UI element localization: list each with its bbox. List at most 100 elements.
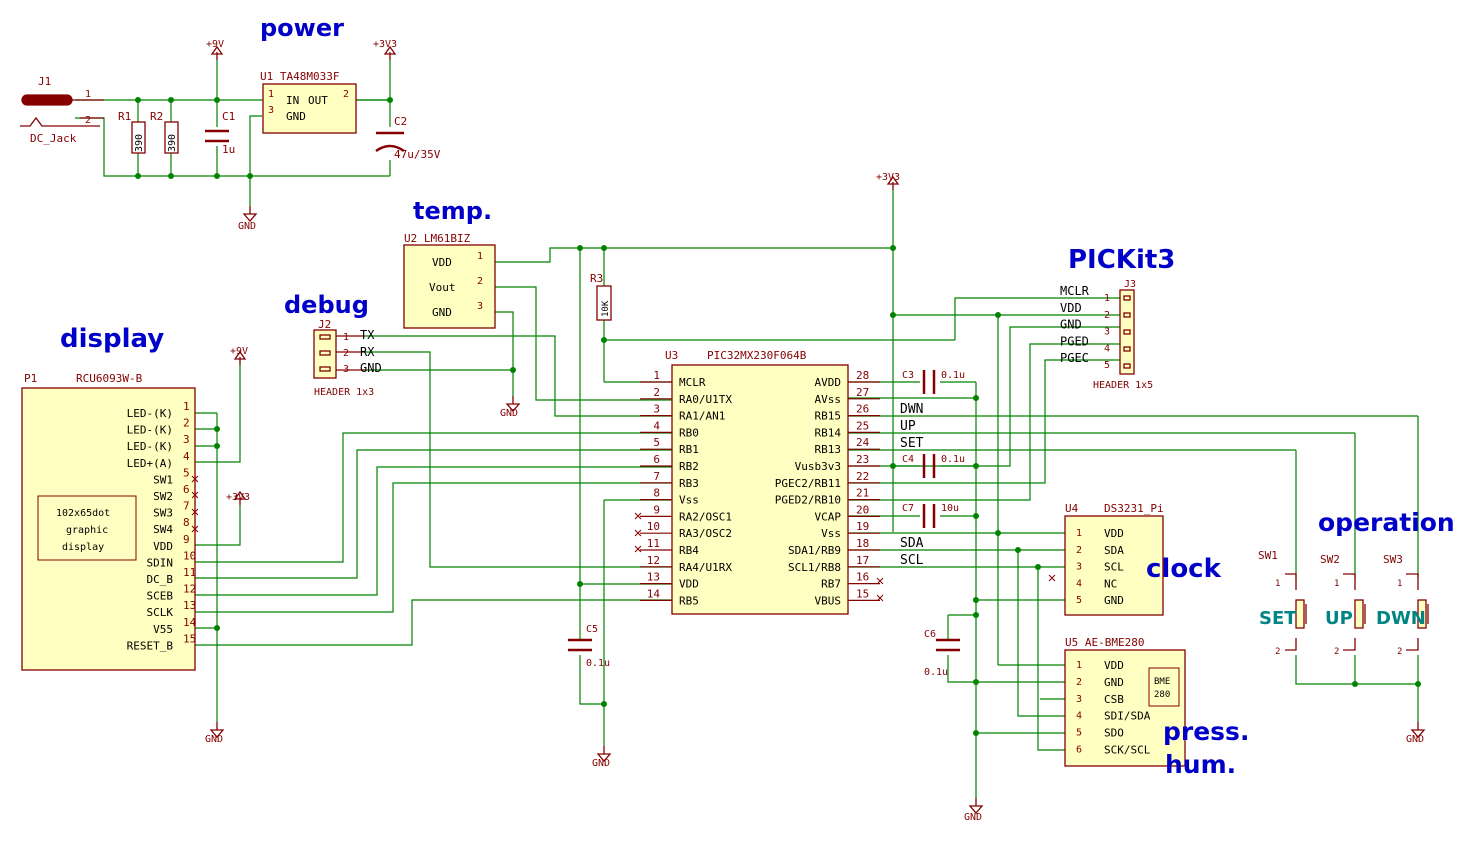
sw2-ref: SW2 (1320, 553, 1340, 566)
mcu-pin-number: 5 (653, 436, 660, 449)
mcu-pin-name: RA0/U1TX (679, 393, 732, 406)
u4-pin-name: SCL (1104, 561, 1124, 574)
p1-body (21, 387, 196, 671)
mcu-pin-number: 6 (653, 453, 660, 466)
pickit-pin-number: 4 (1104, 343, 1110, 354)
mcu-pin-name: RB1 (679, 443, 699, 456)
u5-pin-number: 5 (1076, 728, 1082, 739)
u5-pin-name: CSB (1104, 693, 1124, 706)
sw3-symbol (1406, 573, 1429, 651)
display-pin-number: 5 (183, 466, 190, 479)
u3-ref: U3 (665, 349, 678, 362)
display-pin-name: LED-(K) (127, 407, 173, 420)
mcu-pin-number: 20 (856, 503, 869, 516)
mcu-pin-name: Vss (679, 494, 699, 507)
mcu-pin-name: RB13 (815, 443, 842, 456)
section-debug: debug (284, 291, 369, 319)
mcu-pin-name: Vusb3v3 (795, 460, 841, 473)
mcu-pin-number: 27 (856, 386, 869, 399)
mcu-pin-number: 21 (856, 487, 869, 500)
c1-ref: C1 (222, 110, 235, 123)
disp-text-2: graphic (66, 525, 108, 536)
u1-ref: U1 TA48M033F (260, 70, 339, 83)
mcu-pin-name: PGEC2/RB11 (775, 477, 841, 490)
mcu-pin-number: 12 (647, 554, 660, 567)
mcu-pin-name: VBUS (815, 594, 842, 607)
mcu-pin-number: 9 (653, 503, 660, 516)
switch-labels: SET UP DWN (1259, 608, 1426, 629)
sw3-ref: SW3 (1383, 553, 1403, 566)
u2-vout: Vout (429, 281, 456, 294)
pickit-pin-number: 3 (1104, 327, 1110, 338)
mcu-pin-number: 22 (856, 470, 869, 483)
display-pin-number: 4 (183, 450, 190, 463)
u1-in: IN (286, 94, 299, 107)
mcu-pin-name: RB15 (815, 410, 842, 423)
u5-ref: U5 AE-BME280 (1065, 636, 1144, 649)
display-pin-number: 2 (183, 417, 190, 430)
c5-value: 0.1u (586, 658, 610, 669)
display-pin-name: SW1 (153, 473, 173, 486)
gnd-label-mcu: GND (592, 758, 610, 769)
mcu-pin-number: 17 (856, 554, 869, 567)
switch-label-up: UP (1325, 608, 1353, 629)
net-label-dwn: DWN (900, 402, 923, 417)
disp-text-1: 102x65dot (56, 508, 110, 519)
section-clock: clock (1146, 554, 1222, 584)
j1-pin2: 2 (85, 115, 91, 126)
switch-label-dwn: DWN (1376, 608, 1426, 629)
pin-tables: 1MCLR2RA0/U1TX3RA1/AN14RB05RB16RB27RB38V… (127, 284, 1151, 757)
mcu-pin-name: RA1/AN1 (679, 410, 725, 423)
display-pin-name: VDD (153, 540, 173, 553)
u5-pin-number: 6 (1076, 745, 1082, 756)
c7-ref: C7 (902, 503, 914, 514)
r2-ref: R2 (150, 110, 163, 123)
designators: J1 DC_Jack 1 2 R1 R2 C1 1u U1 TA48M033F … (24, 70, 1403, 678)
disp-text-3: display (62, 542, 104, 553)
section-operation: operation (1318, 508, 1455, 537)
mcu-pin-name: RB14 (815, 426, 842, 439)
c2-value: 47u/35V (394, 148, 441, 161)
j3-body (1119, 289, 1135, 375)
display-pin-number: 7 (183, 500, 190, 513)
u4-ref: U4 (1065, 502, 1079, 515)
sw3-pin2: 2 (1397, 647, 1402, 657)
components (20, 83, 1429, 767)
u3-body (671, 364, 849, 615)
mcu-pin-name: VCAP (815, 510, 842, 523)
mcu-pin-number: 28 (856, 369, 869, 382)
c3-ref: C3 (902, 370, 914, 381)
c1-value: 1u (222, 143, 235, 156)
mcu-pin-name: RB3 (679, 477, 699, 490)
mcu-pin-name: RA3/OSC2 (679, 527, 732, 540)
display-pin-name: SW4 (153, 523, 173, 536)
u2-body (403, 244, 496, 329)
display-pin-name: DC_B (147, 573, 174, 586)
j2-type: HEADER 1x3 (314, 387, 374, 398)
c7-value: 10u (941, 503, 959, 514)
gnd-label-switch: GND (1406, 734, 1424, 745)
p3v3-label-u1: +3V3 (373, 39, 397, 50)
c4-ref: C4 (902, 454, 914, 465)
u5-pin-number: 2 (1076, 677, 1082, 688)
display-pin-number: 12 (183, 583, 196, 596)
section-temp: temp. (413, 197, 492, 225)
u2-gnd: GND (432, 306, 452, 319)
gnd-label-sensor: GND (964, 812, 982, 823)
u5-pin-number: 3 (1076, 694, 1082, 705)
mcu-pin-number: 24 (856, 436, 870, 449)
c6-ref: C6 (924, 629, 936, 640)
chip-pin-labels: IN OUT GND 1 3 2 VDD Vout GND 1 2 3 10K … (56, 89, 1170, 700)
r1-ref: R1 (118, 110, 131, 123)
mcu-pin-number: 23 (856, 453, 869, 466)
j2-gnd: GND (360, 361, 382, 375)
u5-pin-name: SDO (1104, 727, 1124, 740)
c4-value: 0.1u (941, 454, 965, 465)
u1-body (262, 83, 357, 134)
mcu-pin-name: RA4/U1RX (679, 561, 732, 574)
display-pin-number: 11 (183, 566, 196, 579)
display-pin-name: SCLK (147, 606, 174, 619)
mcu-pin-number: 25 (856, 419, 869, 432)
mcu-pin-name: SDA1/RB9 (788, 544, 841, 557)
